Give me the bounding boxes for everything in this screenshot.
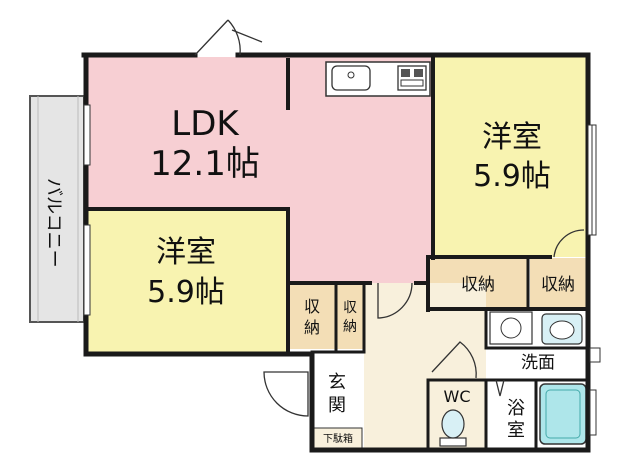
entrance-label: 玄関 [328, 372, 346, 416]
west-bedroom-size: 5.9帖 [147, 275, 225, 310]
storage-center-1-label: 収納 [304, 297, 320, 337]
bathroom-label: 浴室 [507, 398, 525, 441]
storage-center-1 [288, 285, 336, 349]
windows [83, 104, 601, 436]
storage-center-2-label: 収納 [343, 300, 357, 335]
ldk-size: 12.1帖 [150, 144, 260, 184]
west-bedroom [86, 210, 288, 352]
toilet-bowl-icon [441, 409, 465, 439]
toilet-tank-icon [439, 437, 467, 447]
storage-east-1-label: 収納 [461, 275, 495, 295]
wc-label: WC [444, 387, 471, 406]
washroom-label: 洗面 [521, 353, 555, 373]
east-bedroom-size: 5.9帖 [473, 159, 551, 194]
east-bedroom [433, 57, 588, 257]
bathtub-icon [539, 383, 587, 445]
shoe-box-label: 下駄箱 [323, 432, 353, 445]
east-bedroom-name: 洋室 [482, 120, 542, 155]
west-bedroom-name: 洋室 [156, 235, 216, 270]
door-swings [194, 19, 585, 417]
storage-east-2 [530, 258, 586, 308]
storage-center-2 [336, 285, 364, 349]
washing-machine-icon [489, 311, 533, 345]
ldk-name: LDK [171, 104, 240, 144]
storage-east-2-label: 収納 [541, 275, 575, 295]
balcony [29, 95, 85, 323]
balcony-label: バルコニー [43, 178, 64, 268]
